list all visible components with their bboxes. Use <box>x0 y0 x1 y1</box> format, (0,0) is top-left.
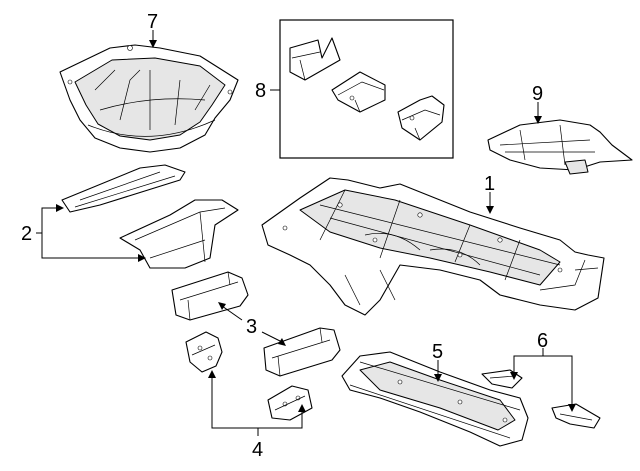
part-1-floor-pan[interactable] <box>261 177 605 316</box>
callout-7: 7 <box>147 11 158 33</box>
part-8-frame <box>279 19 454 159</box>
callout-5: 5 <box>432 341 443 363</box>
callout-4: 4 <box>252 439 263 461</box>
part-9-floor-extension[interactable] <box>487 119 633 175</box>
callout-9: 9 <box>532 83 543 105</box>
channel-3a <box>171 271 249 321</box>
bracket-8a <box>289 37 341 81</box>
rail-2-lower <box>119 199 239 269</box>
channel-3b <box>263 327 341 377</box>
callout-1: 1 <box>484 173 495 195</box>
callout-8: 8 <box>255 80 266 102</box>
bracket-4a <box>185 331 223 373</box>
bracket-8c <box>397 95 445 141</box>
callout-2: 2 <box>21 223 32 245</box>
part-3-channels[interactable] <box>171 271 341 377</box>
part-8-bracket-set[interactable] <box>279 19 454 159</box>
bracket-6b <box>551 403 601 429</box>
callout-6: 6 <box>537 330 548 352</box>
leader-lines <box>36 30 576 436</box>
callout-3: 3 <box>246 316 257 338</box>
callout-numbers: 7 8 9 1 2 3 4 5 6 <box>21 11 548 461</box>
part-2-rear-rails[interactable] <box>61 164 239 269</box>
part-7-spare-tire-tub[interactable] <box>59 44 239 153</box>
rail-2-upper <box>61 164 186 213</box>
bracket-8b <box>331 71 386 113</box>
part-5-rear-crossmember[interactable] <box>341 351 529 447</box>
